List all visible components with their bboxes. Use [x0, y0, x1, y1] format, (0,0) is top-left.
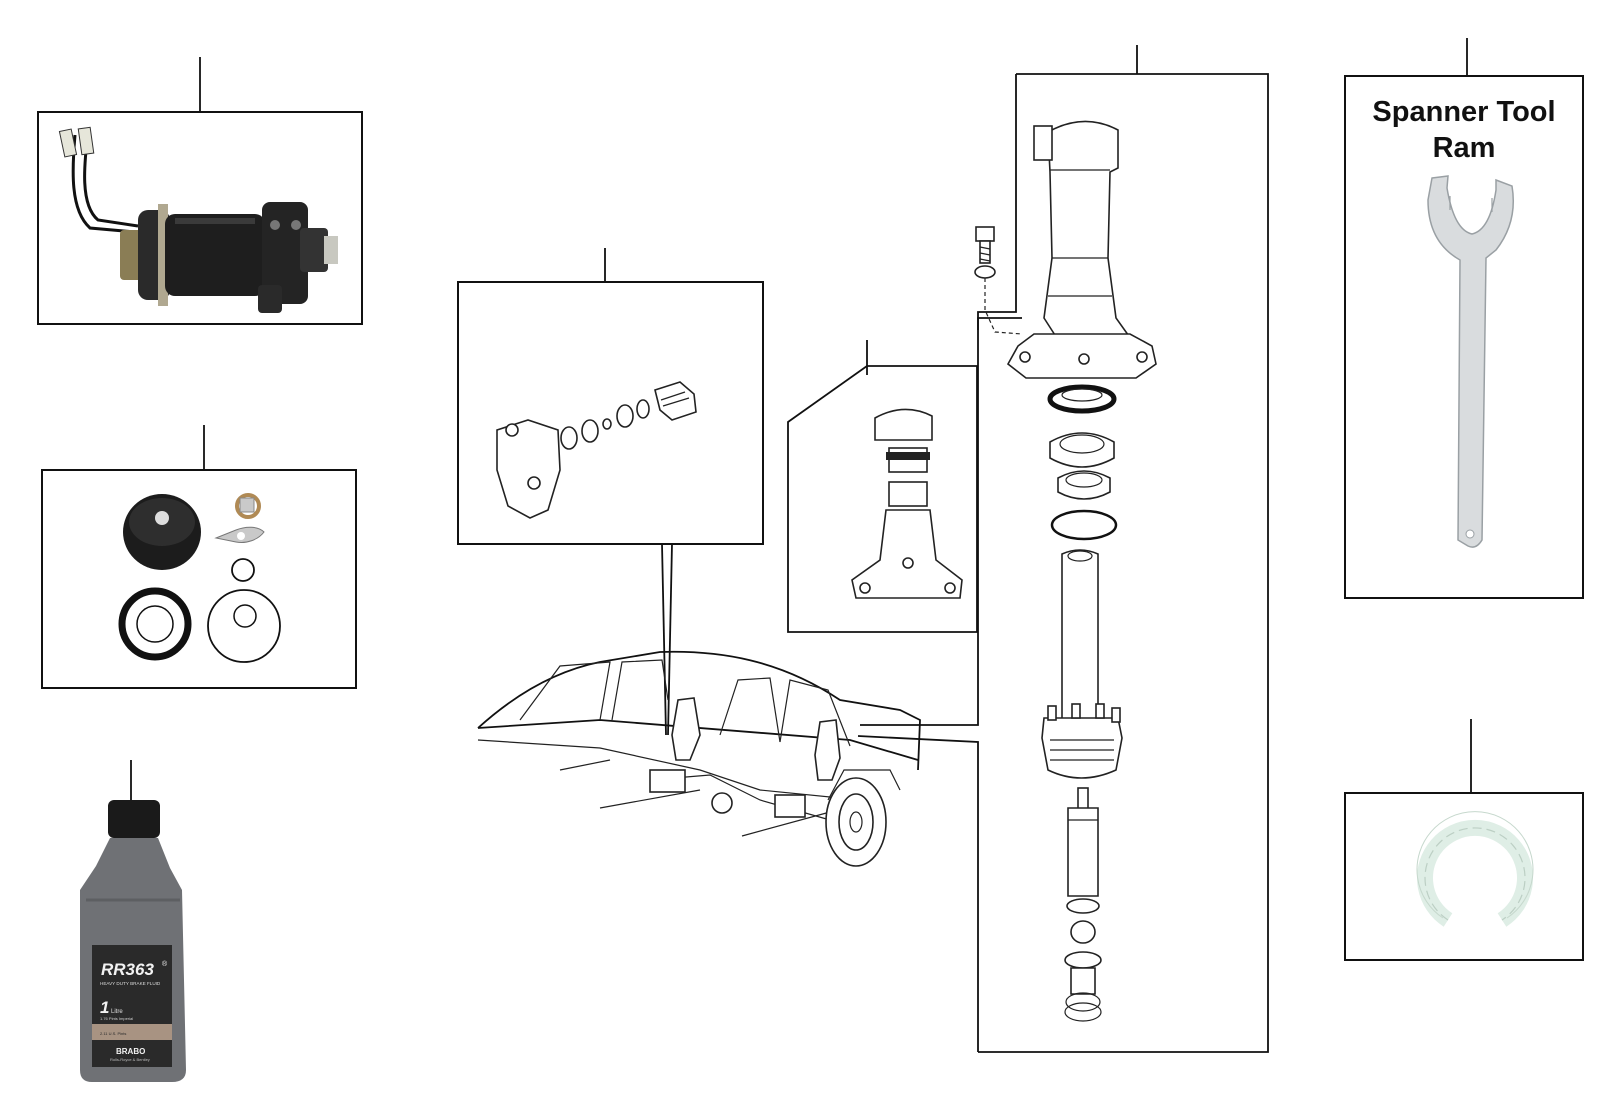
- bottle-maker-tagline: Rolls-Royce & Bentley: [110, 1057, 150, 1062]
- bottle-brand: RR363: [101, 960, 154, 979]
- bottle-subtitle: HEAVY DUTY BRAKE FLUID: [100, 981, 161, 986]
- car-to-ram-connector-lower: [857, 735, 979, 1052]
- bottle-label-band: [92, 1024, 172, 1040]
- bottle-cap: [108, 800, 160, 838]
- bottle-volume-detail-2: 2.11 U.S. Pints: [100, 1031, 126, 1036]
- bottle-registered: ®: [162, 960, 168, 968]
- pump-panel[interactable]: [37, 57, 363, 325]
- valve-panel[interactable]: [457, 248, 764, 545]
- spanner-tool-panel[interactable]: Spanner Tool Ram: [1344, 38, 1584, 599]
- valve-exploded-image: [496, 381, 697, 519]
- spanner-tool-title-line1: Spanner Tool: [1372, 96, 1555, 128]
- bottle-maker: BRABO: [116, 1047, 145, 1056]
- ram-housing-box: [787, 365, 978, 633]
- bottle-label: [92, 945, 172, 1067]
- retaining-ring-image: [1416, 811, 1534, 927]
- ram-assembly-panel[interactable]: [974, 45, 1269, 1053]
- ram-assembly-box: [978, 73, 1269, 1053]
- seal-kit-image: [118, 493, 281, 663]
- valve-to-car-connector: [667, 543, 673, 736]
- ram-assembly-image: [974, 120, 1157, 1022]
- ram-assembly-box-notch: [977, 74, 1017, 330]
- retaining-ring-box: [1344, 792, 1584, 961]
- bottle-volume-number: 1: [100, 998, 109, 1017]
- valve-box: [457, 281, 764, 545]
- pump-image: [58, 126, 338, 313]
- spanner-tool-title-line2: Ram: [1433, 132, 1496, 164]
- retaining-ring-panel[interactable]: [1344, 719, 1584, 961]
- car-illustration: [477, 650, 921, 867]
- bottle-volume-unit: Litre: [111, 1009, 123, 1015]
- seal-kit-box: [41, 469, 357, 689]
- seal-kit-panel[interactable]: [41, 425, 357, 689]
- car-to-ram-connector-upper: [860, 317, 1022, 726]
- bottle-volume-detail-1: 1.76 Pints Imperial: [100, 1016, 133, 1021]
- ram-housing-panel[interactable]: [787, 340, 978, 633]
- ram-housing-image: [851, 408, 963, 599]
- brake-fluid-bottle[interactable]: RR363 ® HEAVY DUTY BRAKE FLUID 1 Litre 1…: [80, 760, 186, 1082]
- spanner-tool-image: [1427, 175, 1515, 548]
- valve-to-car-connector-2: [661, 543, 667, 736]
